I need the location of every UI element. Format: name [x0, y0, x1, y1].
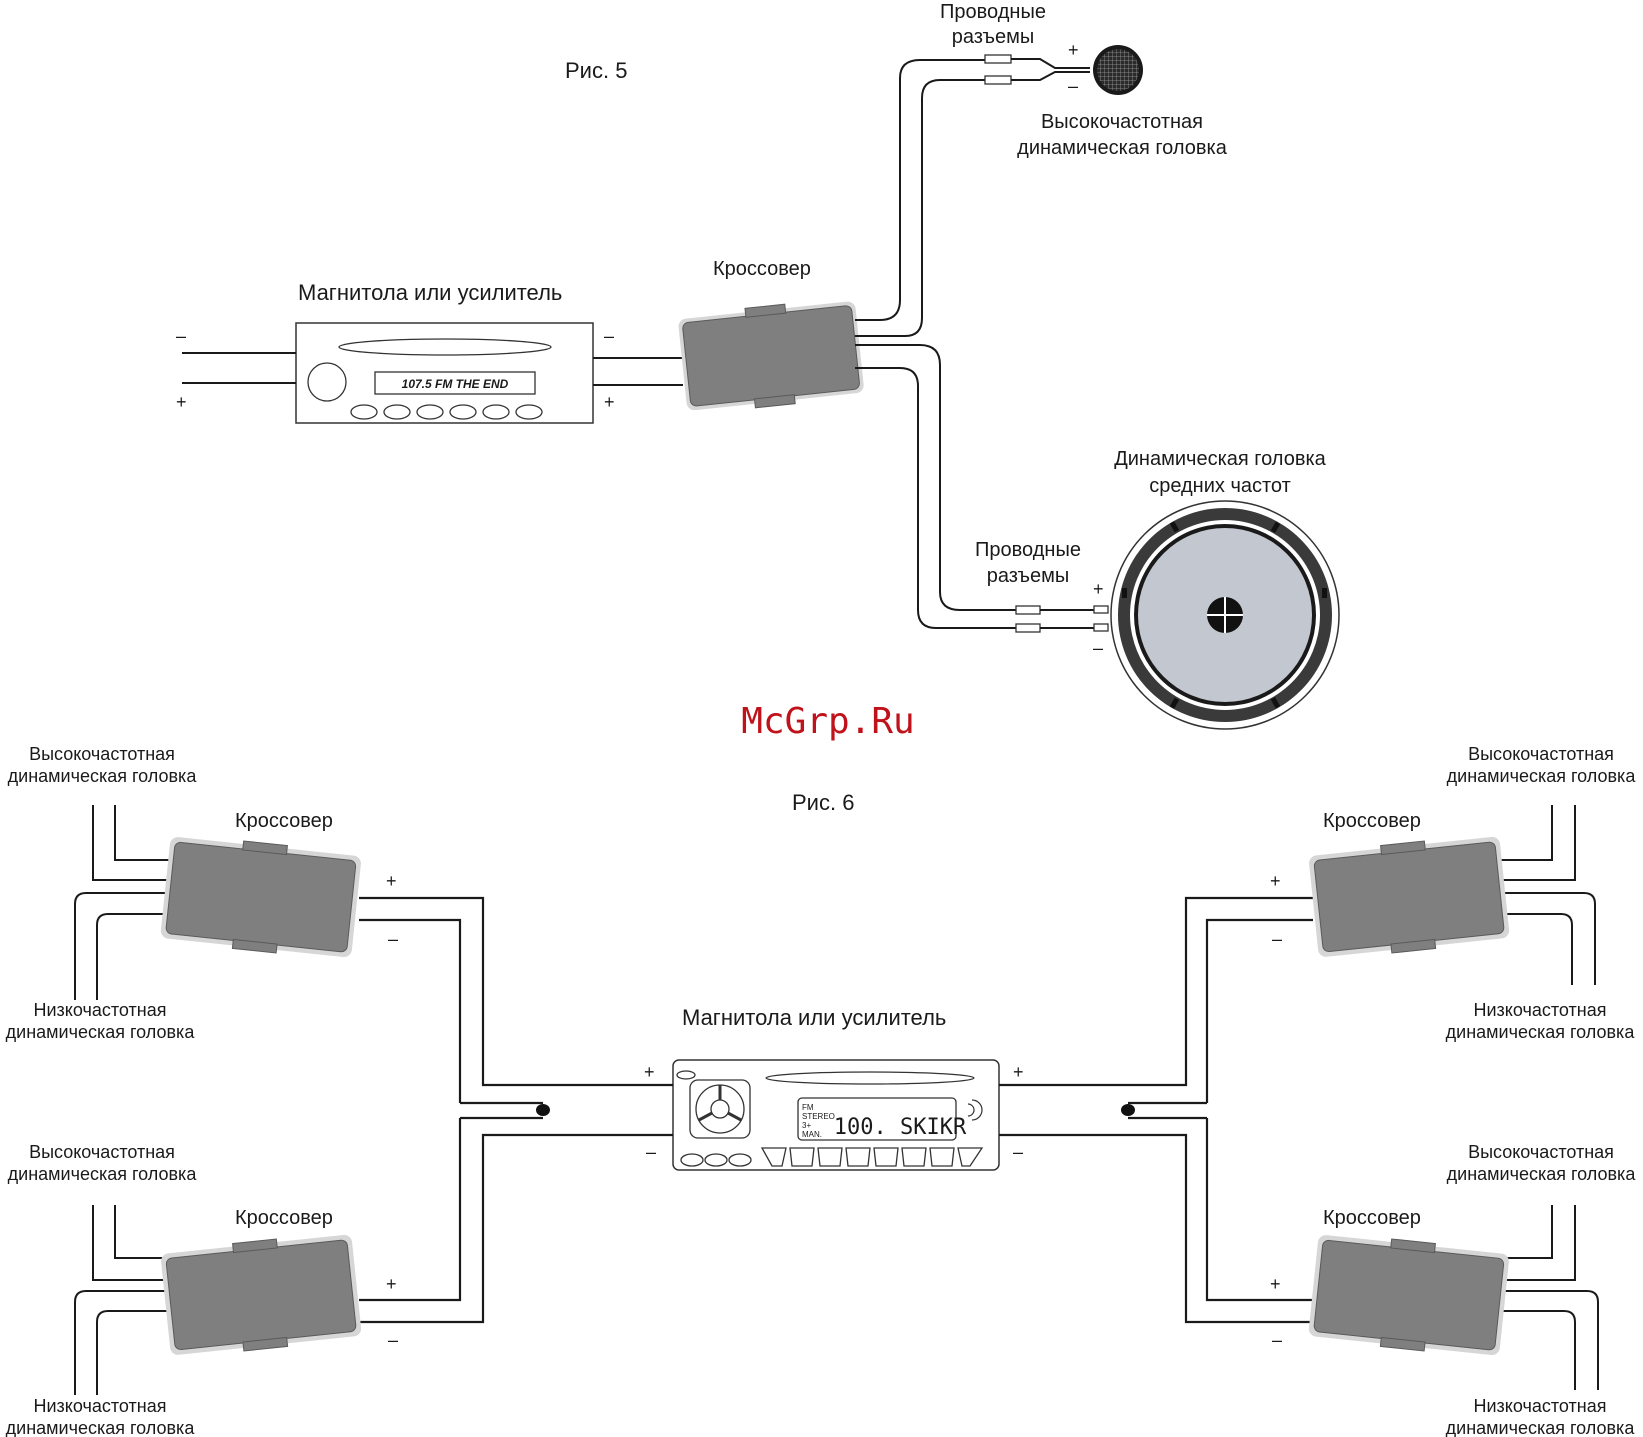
fig6-bl-minus: –: [388, 1330, 398, 1350]
fig5-power-minus: –: [176, 326, 186, 346]
fig6-bl-crossover-label: Кроссовер: [235, 1207, 333, 1229]
fig6-tr-crossover-label: Кроссовер: [1323, 810, 1421, 832]
fig6-br-tweeter-label-1: Высокочастотная: [1468, 1142, 1614, 1162]
fig6-tl-crossover: [160, 837, 361, 958]
fig5-tweeter-label-2: динамическая головка: [1017, 137, 1228, 159]
fig6-head-unit-label: Магнитола или усилитель: [682, 1005, 946, 1030]
fig6-bl-plus: +: [386, 1274, 397, 1294]
fig6-title: Рис. 6: [792, 790, 854, 815]
crossover-box-icon: [1313, 841, 1505, 953]
fig5-mid-label-2: средних частот: [1149, 475, 1291, 497]
crossover-box-icon: [165, 1239, 357, 1351]
fig5-title: Рис. 5: [565, 58, 627, 83]
fig5-out-minus: –: [604, 326, 614, 346]
fig6-tl-plus: +: [386, 871, 397, 891]
fig6-display-small-2: STEREO: [802, 1112, 835, 1121]
fig6-hu-right-plus: +: [1013, 1062, 1024, 1082]
fig6-br-woofer-label-1: Низкочастотная: [1474, 1396, 1607, 1416]
fig6-tl-woofer-label-1: Низкочастотная: [34, 1000, 167, 1020]
fig6-display-small-1: FM: [802, 1103, 814, 1112]
crossover-box-icon: [1313, 1239, 1505, 1351]
fig5-crossover: [678, 301, 864, 411]
tweeter-speaker-icon: [1093, 45, 1143, 95]
fig6-tr-plus: +: [1270, 871, 1281, 891]
fig5-mid-connectors-label-1: Проводные: [975, 539, 1081, 561]
fig6-hu-left-minus: –: [646, 1142, 656, 1162]
fig6-bl-tweeter-label-2: динамическая головка: [8, 1164, 198, 1184]
fig6-tr-tweeter-label-1: Высокочастотная: [1468, 744, 1614, 764]
fig5-head-unit: 107.5 FM THE END: [295, 322, 594, 424]
fig6-tr-woofer-label-1: Низкочастотная: [1474, 1000, 1607, 1020]
fig6-bl-woofer-label-2: динамическая головка: [6, 1418, 196, 1437]
fig6-br-tweeter-label-2: динамическая головка: [1447, 1164, 1637, 1184]
fig5-mid-connectors-label-2: разъемы: [987, 565, 1070, 587]
crossover-box-icon: [165, 841, 357, 953]
fig6-display-small-3: 3+: [802, 1121, 811, 1130]
fig6-tr-crossover: [1309, 836, 1510, 957]
fig6-bl-crossover: [161, 1234, 362, 1355]
fig6-tr-woofer-label-2: динамическая головка: [1446, 1022, 1636, 1042]
fig6-br-minus: –: [1272, 1330, 1282, 1350]
fig6-hu-left-plus: +: [644, 1062, 655, 1082]
fig6-hu-right-minus: –: [1013, 1142, 1023, 1162]
watermark: McGrp.Ru: [741, 701, 914, 742]
crossover-box-icon: [682, 305, 860, 407]
fig6-head-unit: FM STEREO 3+ MAN. 100. SKIKR: [672, 1059, 1000, 1171]
fig5-mid-minus: –: [1093, 638, 1103, 658]
fig6-tl-woofer-label-2: динамическая головка: [6, 1022, 196, 1042]
fig6-tl-minus: –: [388, 929, 398, 949]
fig6-tr-minus: –: [1272, 929, 1282, 949]
fig5-tweeter-connectors-label-1: Проводные: [940, 1, 1046, 23]
fig5-head-unit-label: Магнитола или усилитель: [298, 280, 562, 305]
fig6-tl-tweeter-label-2: динамическая головка: [8, 766, 198, 786]
fig6-bl-woofer-label-1: Низкочастотная: [34, 1396, 167, 1416]
fig6-tl-crossover-label: Кроссовер: [235, 810, 333, 832]
fig6-br-plus: +: [1270, 1274, 1281, 1294]
fig6-display-small-4: MAN.: [802, 1130, 822, 1139]
fig5-crossover-label: Кроссовер: [713, 258, 811, 280]
fig5-power-plus: +: [176, 392, 187, 412]
fig5-mid-label-1: Динамическая головка: [1114, 448, 1326, 470]
fig5-mid-plus: +: [1093, 579, 1104, 599]
fig6-br-woofer-label-2: динамическая головка: [1446, 1418, 1636, 1437]
fig5-display-text: 107.5 FM THE END: [402, 377, 509, 391]
midrange-speaker-icon: [1110, 500, 1340, 730]
fig5-tweeter-minus: –: [1068, 76, 1078, 96]
fig6-tr-tweeter-label-2: динамическая головка: [1447, 766, 1637, 786]
fig6-tl-tweeter-label-1: Высокочастотная: [29, 744, 175, 764]
fig6-bl-tweeter-label-1: Высокочастотная: [29, 1142, 175, 1162]
fig5-out-plus: +: [604, 392, 615, 412]
fig6-br-crossover-label: Кроссовер: [1323, 1207, 1421, 1229]
fig5-tweeter-label-1: Высокочастотная: [1041, 111, 1203, 133]
fig6-display-main: 100. SKIKR: [834, 1115, 967, 1140]
fig5-tweeter-connectors-label-2: разъемы: [952, 26, 1035, 48]
fig5-tweeter-plus: +: [1068, 40, 1079, 60]
fig6-br-crossover: [1308, 1235, 1509, 1356]
